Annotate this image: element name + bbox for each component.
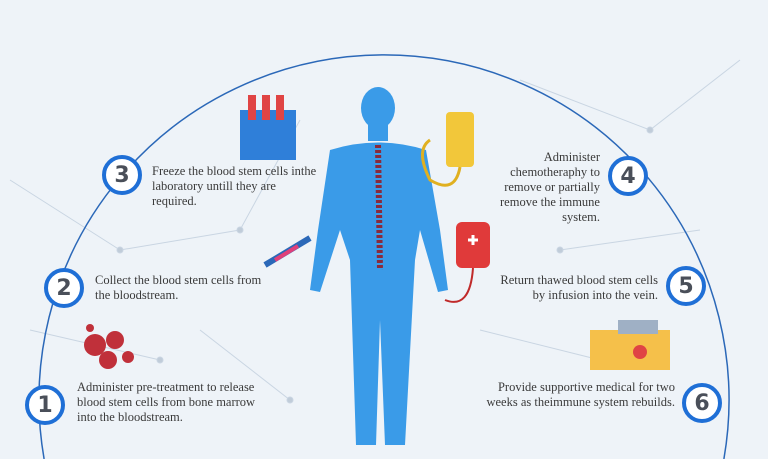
blood-cells-icon: [84, 324, 134, 369]
syringe-icon: [263, 235, 312, 268]
spine-icon: [375, 144, 383, 271]
step-4-text: Administer chemotheraphy to remove or pa…: [500, 150, 600, 224]
step-6-text: Provide supportive medical for two weeks…: [486, 380, 675, 409]
step-2-text: Collect the blood stem cells from the bl…: [95, 273, 262, 302]
step-3-text: Freeze the blood stem cells inthe labora…: [152, 164, 317, 208]
step-5-text: Return thawed blood stem cells by infusi…: [500, 273, 658, 302]
step-1-text: Administer pre-treatment to release bloo…: [77, 380, 256, 424]
medicine-box-icon: [590, 320, 670, 370]
step-3-number: 3: [102, 155, 142, 195]
step-6-number: 6: [682, 383, 722, 423]
iv-bag-icon: [421, 112, 474, 187]
blood-bag-icon: [444, 222, 490, 303]
step-4-number: 4: [608, 156, 648, 196]
human-body-figure: [310, 87, 448, 445]
step-5-number: 5: [666, 266, 706, 306]
test-tubes-icon: [240, 95, 296, 160]
step-2-number: 2: [44, 268, 84, 308]
step-1-number: 1: [25, 385, 65, 425]
